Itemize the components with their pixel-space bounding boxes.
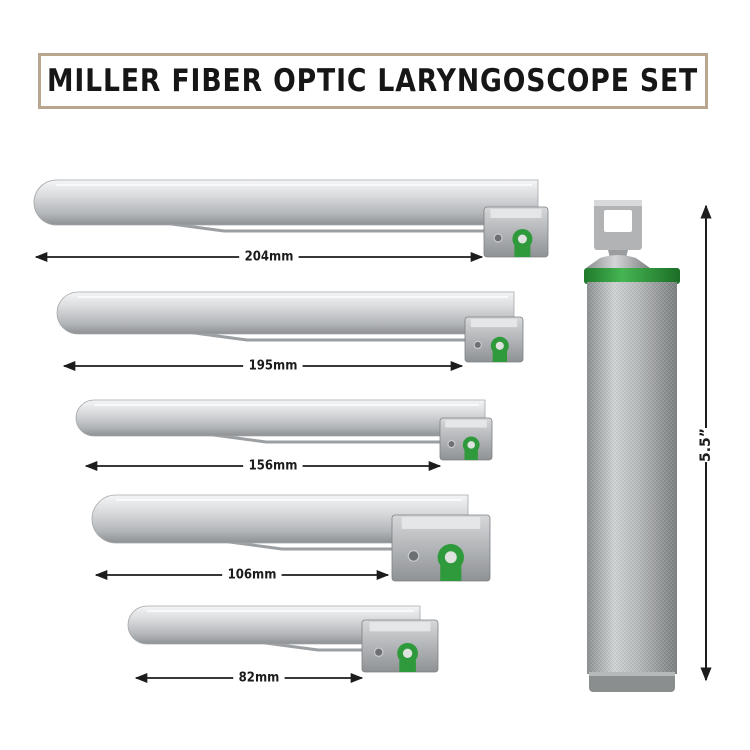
- blades-layer: [33, 179, 549, 684]
- blade-rod: [221, 539, 392, 551]
- blade-heel-slot: [401, 517, 481, 529]
- blade-3-length-label: 156mm: [243, 458, 303, 474]
- handle-end-cap-rim: [589, 672, 675, 676]
- blade-light-lens: [517, 234, 527, 244]
- handle-end-cap: [589, 672, 675, 692]
- blade-tube: [91, 494, 469, 544]
- blade-rod: [257, 640, 362, 652]
- blade-heel-slot: [369, 622, 431, 632]
- blade-light-lens: [495, 341, 504, 350]
- handle-green-band: [584, 268, 680, 284]
- blade-5: [127, 605, 439, 673]
- blade-screw: [407, 550, 420, 562]
- blade-light-lens: [402, 648, 413, 658]
- blade-3: [75, 399, 493, 461]
- blade-rod: [205, 432, 440, 444]
- handle-height-label: 5.5”: [693, 427, 719, 463]
- blade-screw: [373, 647, 384, 658]
- handle-hook-top: [594, 200, 642, 206]
- handle-group: [584, 200, 712, 692]
- title-frame: MILLER FIBER OPTIC LARYNGOSCOPE SET: [38, 53, 708, 109]
- handle-knurling: [587, 282, 677, 674]
- blade-1: [33, 179, 549, 258]
- blade-heel-slot: [490, 209, 542, 218]
- blade-4-length-label: 106mm: [222, 567, 282, 583]
- blade-tube: [127, 605, 421, 645]
- blade-tube: [56, 291, 515, 335]
- blade-tube: [33, 179, 539, 226]
- blade-tube: [75, 399, 486, 437]
- blade-2-length-label: 195mm: [243, 358, 303, 374]
- blade-screw: [473, 340, 482, 350]
- handle-hook-slot: [604, 210, 632, 232]
- blade-heel-slot: [470, 319, 518, 328]
- blade-2: [56, 291, 524, 363]
- blade-5-length-label: 82mm: [233, 670, 285, 686]
- blade-light-lens: [444, 551, 457, 564]
- blade-1-length-label: 204mm: [239, 249, 299, 265]
- blade-rod: [186, 330, 465, 342]
- blade-4: [91, 494, 491, 582]
- blade-light-lens: [467, 441, 475, 449]
- blade-rod: [163, 221, 484, 233]
- blade-heel-slot: [445, 420, 487, 428]
- blade-screw: [447, 439, 456, 449]
- handle-neck: [586, 255, 650, 268]
- blade-screw: [493, 233, 503, 243]
- page-title: MILLER FIBER OPTIC LARYNGOSCOPE SET: [47, 63, 699, 99]
